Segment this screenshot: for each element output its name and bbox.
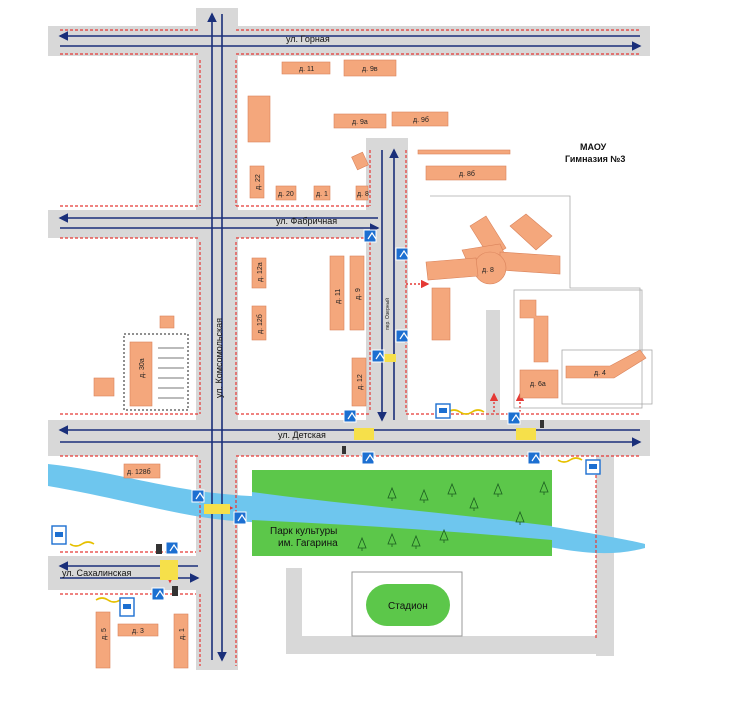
school-label-line1: МАОУ (580, 142, 607, 152)
building-d3-label: д. 3 (132, 628, 144, 635)
building-d8v-label: д. 8б (459, 170, 475, 178)
road-right-horizontal (286, 636, 614, 654)
traffic-light-icon (342, 446, 346, 454)
roads (48, 8, 650, 670)
street-label-komsomolskaya: ул. Комсомольская (214, 318, 224, 398)
buildings: д. 11 д. 9в д. 9а д. 9б д. 8б д. 22 д. 2… (93, 59, 653, 669)
road-detskaya (48, 420, 650, 456)
park-label-line1: Парк культуры (270, 526, 337, 537)
road-gornaya (48, 26, 650, 56)
park-trees (357, 480, 549, 551)
building-d30a-label: д. 30а (139, 358, 146, 378)
building-d9a-label: д. 9а (352, 119, 368, 126)
building-d12b-label: д. 12б (256, 314, 264, 334)
traffic-light-icon (540, 420, 544, 428)
bus-stop-icon (435, 403, 451, 419)
bus-stop-icon (585, 459, 601, 475)
bus-stop-signs (51, 403, 601, 617)
building-d30a-yard (123, 333, 189, 411)
building-d1b-label: д. 1 (179, 628, 186, 640)
street-label-detskaya: ул. Детская (278, 430, 326, 440)
building-d9v-label: д. 9в (362, 66, 378, 73)
pedestrian-signs (151, 229, 541, 601)
building-d8small-label: д. 8 (357, 191, 369, 198)
lane-lines (58, 12, 642, 662)
street-label-sakhalinskaya: ул. Сахалинская (62, 568, 131, 578)
building-d20-label: д. 20 (278, 191, 294, 198)
building-d12-label: д. 12 (357, 374, 364, 390)
street-label-ozerny: пер. Озерный (384, 298, 391, 330)
road-ozerny (366, 138, 408, 428)
bus-stop-icon (51, 525, 67, 545)
building-d9b-label: д. 9б (413, 116, 429, 124)
road-right-vertical (596, 456, 614, 656)
building-d1a-label: д. 1 (316, 191, 328, 198)
building-d8-label: д. 8 (482, 267, 494, 274)
road-stadium-left (286, 568, 302, 654)
traffic-light-icon (156, 544, 162, 554)
road-sakhalinskaya (48, 556, 208, 590)
traffic-lights (156, 420, 544, 596)
school-plot-outline (430, 195, 641, 350)
crosswalks (160, 354, 536, 580)
school-building: д. 8 (425, 213, 561, 341)
road-park-left (486, 310, 500, 422)
traffic-light-icon (172, 586, 178, 596)
road-small-right (614, 444, 650, 456)
park-label-line2: им. Гагарина (278, 538, 338, 549)
building-d12a-label: д. 12а (257, 262, 264, 282)
stadium-field (366, 584, 450, 626)
building-d22-label: д. 22 (255, 174, 262, 190)
building-d11a-label: д. 11 (299, 66, 314, 73)
d6a-outline (513, 289, 643, 409)
stadium-label: Стадион (388, 601, 428, 612)
building-d5-label: д. 5 (101, 628, 108, 640)
school-label-line2: Гимназия №3 (565, 154, 625, 164)
road-fabrichnaya (48, 210, 388, 238)
bus-stop-zones (69, 409, 583, 603)
d30a-hatched (158, 347, 184, 399)
building-d11b-label: д. 11 (335, 289, 342, 304)
bus-stop-icon (119, 597, 135, 617)
building-d128b-label: д. 128б (127, 468, 151, 476)
curb-lines (60, 29, 640, 666)
d4-outline (561, 349, 653, 405)
street-label-fabrichnaya: ул. Фабричная (276, 216, 337, 226)
building-d9-label: д. 9 (355, 288, 362, 300)
building-d4-label: д. 4 (594, 370, 606, 377)
street-label-gornaya: ул. Горная (286, 34, 330, 44)
river-through-park (252, 492, 552, 540)
building-d6a-label: д. 6а (530, 381, 546, 388)
